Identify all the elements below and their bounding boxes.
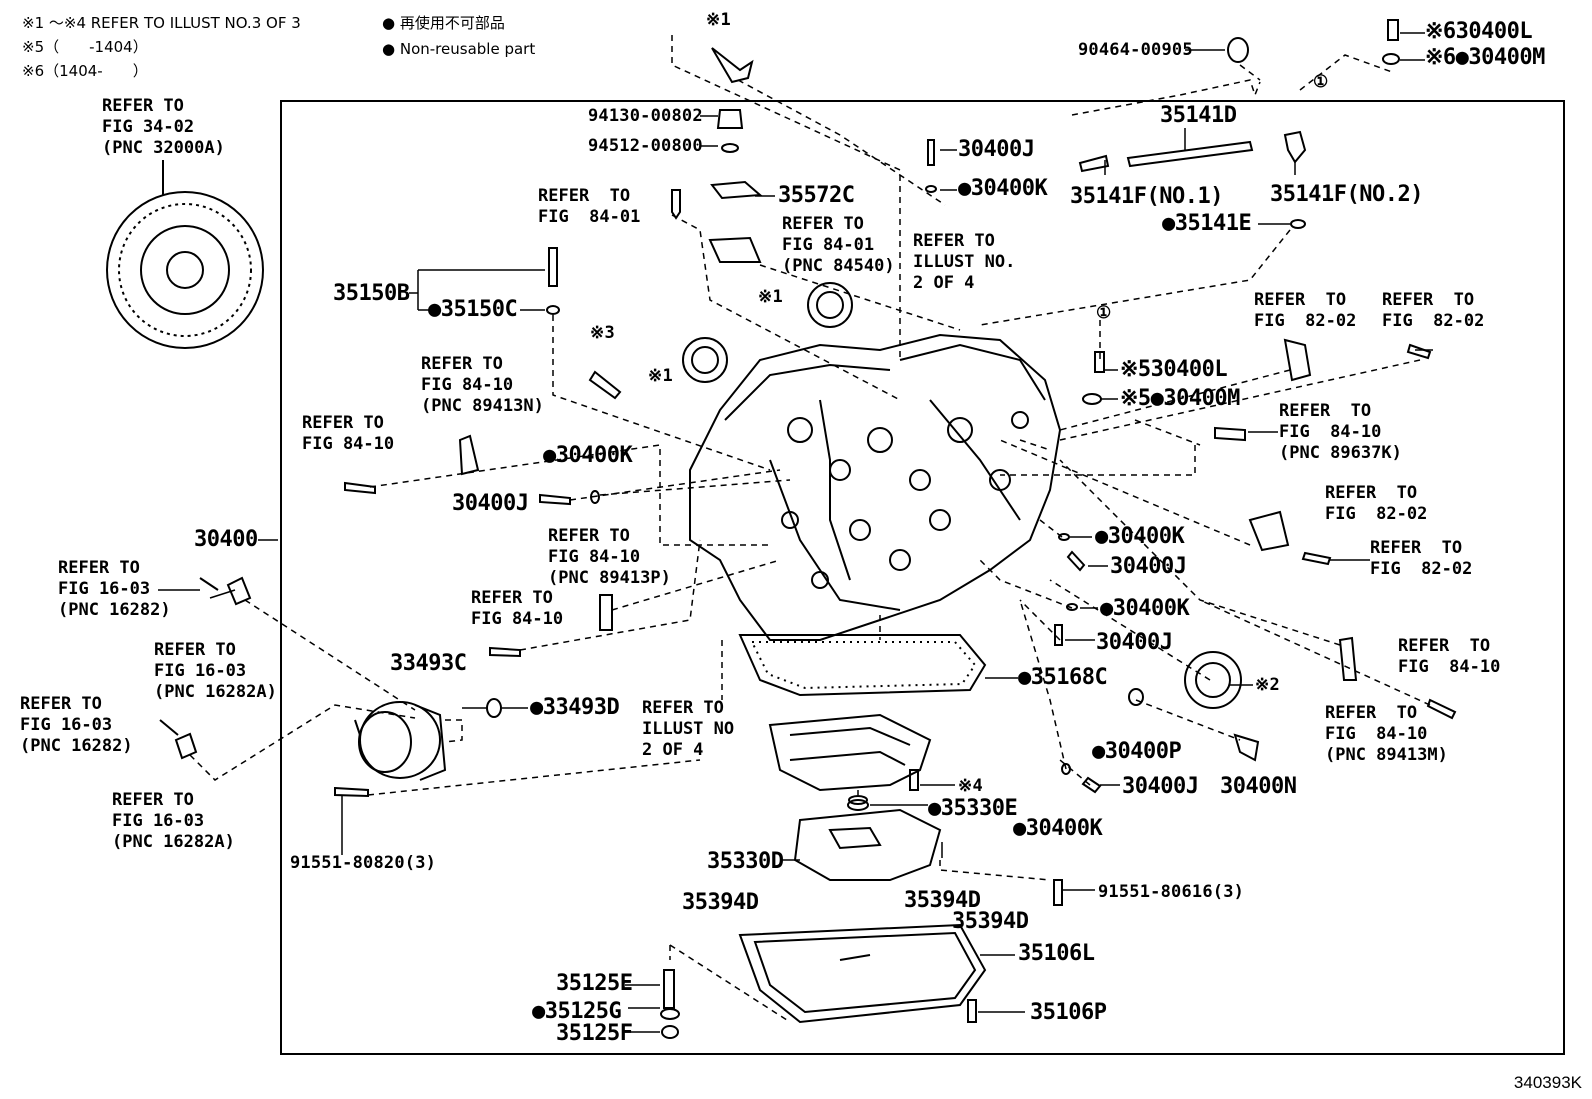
- ref-fig-16-03-16282A-b[interactable]: REFER TO FIG 16-03 (PNC 16282A): [112, 790, 235, 852]
- torque-converter-illustration: [106, 160, 264, 349]
- diagram-id: 340393K: [1513, 1073, 1582, 1092]
- part-30400K-c: ●30400K: [1095, 524, 1185, 549]
- note-6: ※6（1404- ）: [22, 62, 148, 80]
- part-35150B: 35150B: [333, 281, 410, 306]
- ref-fig-84-10-a[interactable]: REFER TO FIG 84-10: [302, 413, 395, 454]
- part-91551-80616: 91551-80616(3): [1098, 882, 1245, 902]
- part-35394D-c: 35394D: [952, 909, 1029, 934]
- oil-cooler-illustration: [354, 701, 447, 781]
- ref-fig-16-03-16282A-a[interactable]: REFER TO FIG 16-03 (PNC 16282A): [154, 640, 277, 702]
- part-33493C: 33493C: [390, 651, 467, 676]
- part-35394D-a: 35394D: [682, 890, 759, 915]
- part-35125E: 35125E: [556, 971, 633, 996]
- oil-seal-1-illustration: [807, 282, 853, 328]
- part-30400N: 30400N: [1220, 774, 1297, 799]
- part-91551-80820: 91551-80820(3): [290, 853, 437, 873]
- ref-fig-84-10-89637K[interactable]: REFER TO FIG 84-10 (PNC 89637K): [1279, 401, 1402, 463]
- diagram-frame: [280, 100, 1565, 1055]
- note-refer-illust: ※1 ～※4 REFER TO ILLUST NO.3 OF 3: [22, 14, 301, 32]
- part-30400M-top: ※6●30400M: [1425, 45, 1545, 70]
- ref-fig-82-02-b[interactable]: REFER TO FIG 82-02: [1382, 290, 1485, 331]
- part-35168C: ●35168C: [1018, 665, 1108, 690]
- part-35106P: 35106P: [1030, 1000, 1107, 1025]
- part-30400K-e: ●30400K: [1013, 816, 1103, 841]
- part-35572C: 35572C: [778, 183, 855, 208]
- oil-seal-2-illustration: [682, 337, 728, 383]
- part-30400J-e: 30400J: [1122, 774, 1199, 799]
- legend-bullet-icon: ●: [382, 40, 400, 58]
- part-30400K-d: ●30400K: [1100, 596, 1190, 621]
- part-30400J-d: 30400J: [1096, 630, 1173, 655]
- bolt-icons: [334, 19, 1457, 1039]
- transmission-case-illustration: [689, 333, 1062, 641]
- mark-1-b: ※1: [648, 366, 673, 386]
- part-35141F-no2: 35141F(NO.2): [1270, 182, 1423, 207]
- mark-4: ※4: [958, 776, 983, 796]
- callout-circle-1-top: ①: [1313, 72, 1329, 92]
- part-30400K-a: ●30400K: [958, 176, 1048, 201]
- ref-illust-2-mid[interactable]: REFER TO ILLUST NO 2 OF 4: [642, 698, 735, 760]
- part-35141F-no1: 35141F(NO.1): [1070, 184, 1223, 209]
- ref-illust-2-top[interactable]: REFER TO ILLUST NO. 2 OF 4: [913, 231, 1016, 293]
- part-30400: 30400: [194, 527, 258, 552]
- part-35125F: 35125F: [556, 1021, 633, 1046]
- part-35141D: 35141D: [1160, 103, 1237, 128]
- part-30400J-b: 30400J: [452, 491, 529, 516]
- part-94512-00800: 94512-00800: [588, 136, 703, 156]
- ref-fig-34-02[interactable]: REFER TO FIG 34-02 (PNC 32000A): [102, 96, 225, 158]
- oil-seal-3-illustration: [1184, 651, 1242, 709]
- mark-1-a: ※1: [758, 287, 783, 307]
- part-35106L: 35106L: [1018, 941, 1095, 966]
- part-30400J-a: 30400J: [958, 137, 1035, 162]
- ref-fig-82-02-c[interactable]: REFER TO FIG 82-02: [1325, 483, 1428, 524]
- part-30400J-c: 30400J: [1110, 554, 1187, 579]
- callout-circle-1-mid: ①: [1096, 303, 1112, 323]
- mark-2: ※2: [1255, 675, 1280, 695]
- ref-fig-82-02-d[interactable]: REFER TO FIG 82-02: [1370, 538, 1473, 579]
- part-35150C: ●35150C: [428, 297, 518, 322]
- ref-fig-84-10-89413M[interactable]: REFER TO FIG 84-10 (PNC 89413M): [1325, 703, 1448, 765]
- ref-fig-84-10-89413P[interactable]: REFER TO FIG 84-10 (PNC 89413P): [548, 526, 671, 588]
- legend-bullet-icon: ●: [382, 14, 400, 32]
- note-5: ※5（ -1404）: [22, 38, 148, 56]
- part-35330D: 35330D: [707, 849, 784, 874]
- fill-pipe-illustration: [1126, 140, 1254, 168]
- legend-jp: ● 再使用不可部品: [382, 14, 505, 32]
- part-35394D-b: 35394D: [904, 888, 981, 913]
- legend-en: ● Non-reusable part: [382, 40, 536, 58]
- ref-fig-82-02-a[interactable]: REFER TO FIG 82-02: [1254, 290, 1357, 331]
- oil-pan-illustration: [738, 923, 987, 1024]
- valve-body-illustration: [768, 713, 932, 792]
- part-30400K-b: ●30400K: [543, 443, 633, 468]
- part-30400P: ●30400P: [1092, 739, 1182, 764]
- part-30400M-mid: ※5●30400M: [1120, 386, 1240, 411]
- ref-fig-84-10-89413N[interactable]: REFER TO FIG 84-10 (PNC 89413N): [421, 354, 544, 416]
- pan-gasket-illustration: [738, 634, 987, 697]
- part-30400L-mid: ※530400L: [1120, 357, 1228, 382]
- ref-fig-84-01-b[interactable]: REFER TO FIG 84-01 (PNC 84540): [782, 214, 895, 276]
- part-30400L-top: ※630400L: [1425, 19, 1533, 44]
- part-35125G: ●35125G: [532, 999, 622, 1024]
- part-90464-00905: 90464-00905: [1078, 40, 1193, 60]
- part-94130-00802: 94130-00802: [588, 106, 703, 126]
- ref-fig-16-03-16282-a[interactable]: REFER TO FIG 16-03 (PNC 16282): [58, 558, 171, 620]
- part-33493D: ●33493D: [530, 695, 620, 720]
- ref-fig-84-10-b[interactable]: REFER TO FIG 84-10: [471, 588, 564, 629]
- part-35330E: ●35330E: [928, 796, 1018, 821]
- ref-fig-84-10-c[interactable]: REFER TO FIG 84-10: [1398, 636, 1501, 677]
- part-35141E: ●35141E: [1162, 211, 1252, 236]
- oil-strainer-illustration: [793, 799, 942, 881]
- mark-3: ※3: [590, 323, 615, 343]
- ref-fig-16-03-16282-b[interactable]: REFER TO FIG 16-03 (PNC 16282): [20, 694, 133, 756]
- ref-fig-84-01-a[interactable]: REFER TO FIG 84-01: [538, 186, 641, 227]
- mark-1-top: ※1: [706, 10, 731, 30]
